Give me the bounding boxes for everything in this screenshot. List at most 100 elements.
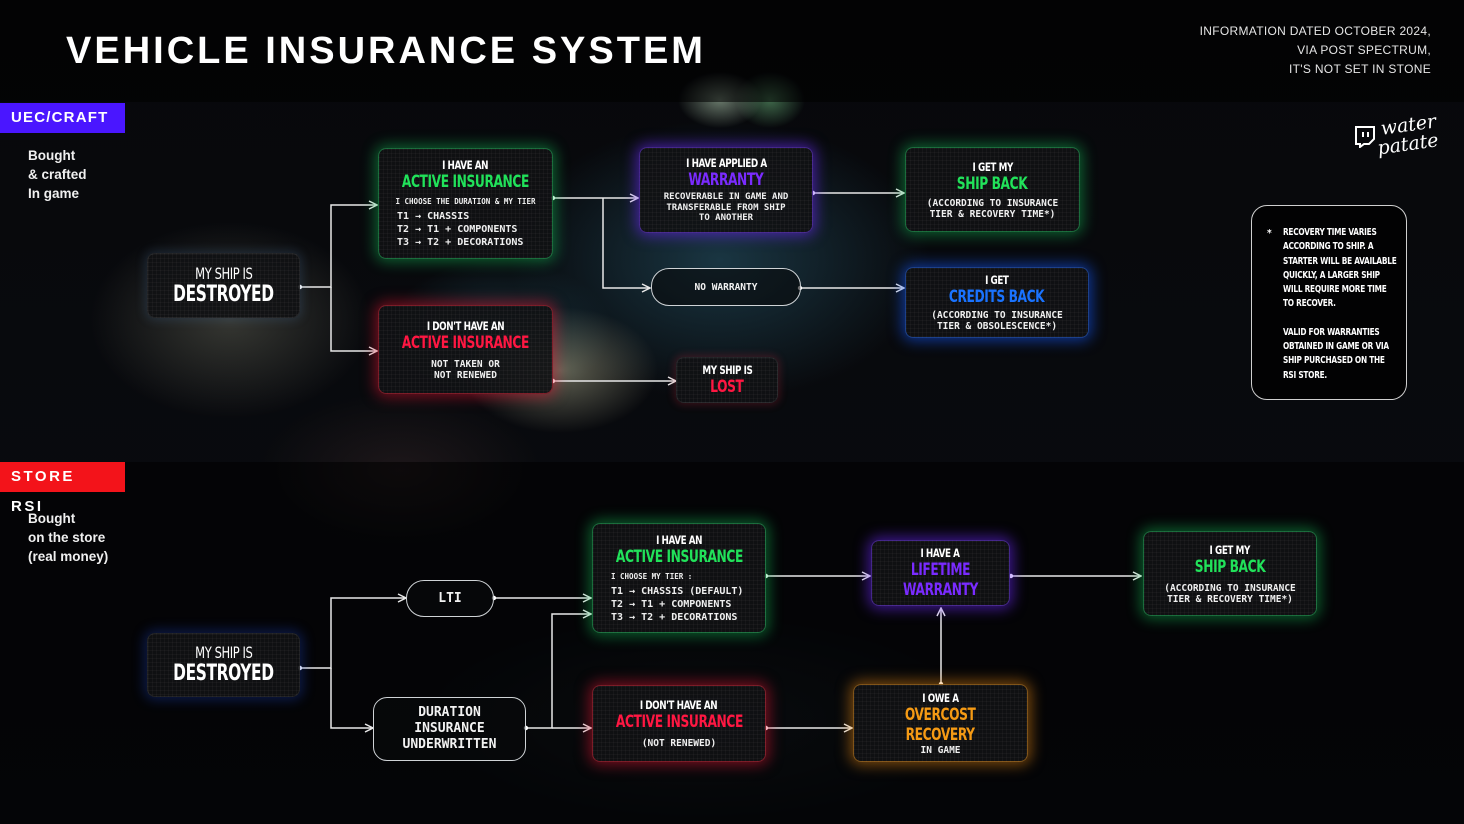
section-tag-rsi: STORE RSI (0, 462, 125, 515)
node-line: I HAVE AN (655, 532, 703, 547)
sub-line: TIER & RECOVERY TIME*) (929, 208, 1056, 220)
section-desc-uec: Bought & crafted In game (28, 146, 87, 203)
node-title: DESTROYED (173, 661, 274, 686)
sub-line: (ACCORDING TO INSURANCE (1164, 582, 1296, 594)
node-line: I DON'T HAVE AN (426, 318, 505, 333)
desc-line: on the store (28, 530, 106, 545)
node-sub: I CHOOSE MY TIER : (611, 571, 693, 581)
footnote-para: VALID FOR WARRANTIES OBTAINED IN GAME OR… (1283, 326, 1389, 381)
twitch-icon (1355, 126, 1375, 148)
node-title: WARRANTY (688, 170, 764, 191)
desc-line: Bought (28, 511, 76, 526)
footnote-box: * RECOVERY TIME VARIES ACCORDING TO SHIP… (1251, 205, 1407, 400)
node-title: OVERCOST (905, 704, 976, 725)
rsi-ship-back-node: I GET MY SHIP BACK (ACCORDING TO INSURAN… (1143, 531, 1317, 616)
desc-line: (real money) (28, 549, 109, 564)
sub-line: RECOVERABLE IN GAME AND (663, 192, 789, 203)
node-sub: (ACCORDING TO INSURANCE TIER & OBSOLESCE… (931, 310, 1063, 332)
sub-line: TIER & RECOVERY TIME*) (1167, 593, 1293, 605)
uec-lost-node: MY SHIP IS LOST (676, 357, 778, 403)
pill-line: INSURANCE (414, 721, 485, 736)
node-title: ACTIVE INSURANCE (401, 332, 530, 353)
sub-line: NOT RENEWED (434, 369, 497, 381)
arrow-active-to-nowarranty (602, 198, 650, 288)
node-title: ACTIVE INSURANCE (615, 712, 743, 732)
uec-warranty-node: I HAVE APPLIED A WARRANTY RECOVERABLE IN… (639, 147, 813, 233)
rsi-overcost-node: I OWE A OVERCOST RECOVERY IN GAME (853, 684, 1028, 762)
asterisk: * (1267, 228, 1272, 239)
sub-line: TRANSFERABLE FROM SHIP (666, 202, 786, 213)
uec-active-insurance-node: I HAVE AN ACTIVE INSURANCE I CHOOSE THE … (378, 148, 553, 259)
tier-list: T1 → CHASSIS T2 → T1 + COMPONENTS T3 → T… (397, 210, 523, 249)
tier-item: T1 → CHASSIS (DEFAULT) (611, 585, 744, 597)
info-line: INFORMATION DATED OCTOBER 2024, (1199, 24, 1431, 38)
desc-line: In game (28, 186, 80, 201)
node-sub: RECOVERABLE IN GAME AND TRANSFERABLE FRO… (664, 192, 789, 224)
sub-line: NOT TAKEN OR (431, 358, 500, 370)
info-line: VIA POST SPECTRUM, (1297, 43, 1431, 57)
rsi-active-insurance-node: I HAVE AN ACTIVE INSURANCE I CHOOSE MY T… (592, 523, 766, 633)
arrow-destroyed-to-active (300, 205, 377, 288)
node-title: LOST (710, 377, 744, 397)
sub-line: (ACCORDING TO INSURANCE (926, 197, 1059, 209)
arrow-destroyed-to-duration (330, 668, 373, 728)
node-line: I HAVE APPLIED A (685, 156, 767, 171)
pill-line: DURATION (418, 705, 481, 720)
sub-line: (ACCORDING TO INSURANCE (931, 310, 1063, 321)
rsi-destroyed-node: MY SHIP IS DESTROYED (147, 633, 300, 697)
arrow-duration-to-active (526, 614, 591, 729)
pill-line: UNDERWRITTEN (402, 737, 497, 752)
tier-item: T1 → CHASSIS (397, 211, 470, 222)
node-sub: (ACCORDING TO INSURANCE TIER & RECOVERY … (927, 198, 1059, 220)
node-sub: I CHOOSE THE DURATION & MY TIER (395, 197, 536, 206)
tier-list: T1 → CHASSIS (DEFAULT) T2 → T1 + COMPONE… (611, 585, 743, 624)
node-line: I HAVE AN (442, 158, 489, 172)
node-sub: (ACCORDING TO INSURANCE TIER & RECOVERY … (1164, 583, 1296, 605)
node-line: I GET MY (972, 159, 1013, 174)
node-line: I DON'T HAVE AN (640, 698, 718, 712)
node-sub: NOT TAKEN OR NOT RENEWED (431, 359, 500, 381)
uec-no-warranty-pill: NO WARRANTY (651, 268, 801, 306)
node-title: ACTIVE INSURANCE (615, 546, 743, 567)
node-sub: (NOT RENEWED) (641, 738, 717, 749)
node-line: MY SHIP IS (194, 643, 253, 662)
rsi-lifetime-warranty-node: I HAVE A LIFETIME WARRANTY (871, 540, 1010, 606)
arrow-destroyed-to-inactive (330, 287, 377, 351)
desc-line: & crafted (28, 167, 87, 182)
node-title: LIFETIME WARRANTY (903, 560, 978, 600)
sub-line: TO ANOTHER (698, 213, 754, 224)
rsi-inactive-insurance-node: I DON'T HAVE AN ACTIVE INSURANCE (NOT RE… (592, 685, 766, 762)
node-title: CREDITS BACK (949, 287, 1045, 307)
info-note: INFORMATION DATED OCTOBER 2024, VIA POST… (1200, 22, 1431, 79)
tier-item: T3 → T2 + DECORATIONS (611, 611, 738, 623)
tier-item: T2 → T1 + COMPONENTS (611, 598, 732, 610)
uec-destroyed-node: MY SHIP IS DESTROYED (147, 253, 300, 318)
tier-item: T2 → T1 + COMPONENTS (397, 224, 518, 235)
uec-credits-back-node: I GET CREDITS BACK (ACCORDING TO INSURAN… (905, 267, 1089, 338)
node-title: RECOVERY (906, 724, 975, 745)
node-line: I GET (985, 273, 1009, 287)
node-line: I HAVE A (920, 546, 961, 560)
node-line: I GET MY (1209, 542, 1251, 557)
uec-ship-back-node: I GET MY SHIP BACK (ACCORDING TO INSURAN… (905, 147, 1080, 232)
node-title: SHIP BACK (1194, 556, 1266, 577)
tier-item: T3 → T2 + DECORATIONS (397, 237, 524, 248)
rsi-lti-pill: LTI (406, 580, 494, 617)
section-tag-uec: UEC/CRAFT (0, 103, 125, 133)
node-line: I OWE A (922, 690, 959, 705)
node-line: MY SHIP IS (194, 263, 253, 283)
node-line: MY SHIP IS (701, 363, 752, 377)
node-sub: IN GAME (920, 744, 961, 756)
node-title: ACTIVE INSURANCE (401, 172, 530, 192)
uec-inactive-insurance-node: I DON'T HAVE AN ACTIVE INSURANCE NOT TAK… (378, 305, 553, 394)
rsi-duration-pill: DURATION INSURANCE UNDERWRITTEN (373, 697, 526, 761)
node-title: SHIP BACK (957, 173, 1028, 194)
desc-line: Bought (28, 148, 76, 163)
header-band (0, 0, 1464, 102)
section-desc-rsi: Bought on the store (real money) (28, 509, 108, 566)
page-title: VEHICLE INSURANCE SYSTEM (66, 30, 706, 72)
footnote-para: RECOVERY TIME VARIES ACCORDING TO SHIP. … (1283, 227, 1397, 310)
sub-line: TIER & OBSOLESCENCE*) (936, 321, 1058, 332)
node-title: DESTROYED (173, 281, 274, 307)
